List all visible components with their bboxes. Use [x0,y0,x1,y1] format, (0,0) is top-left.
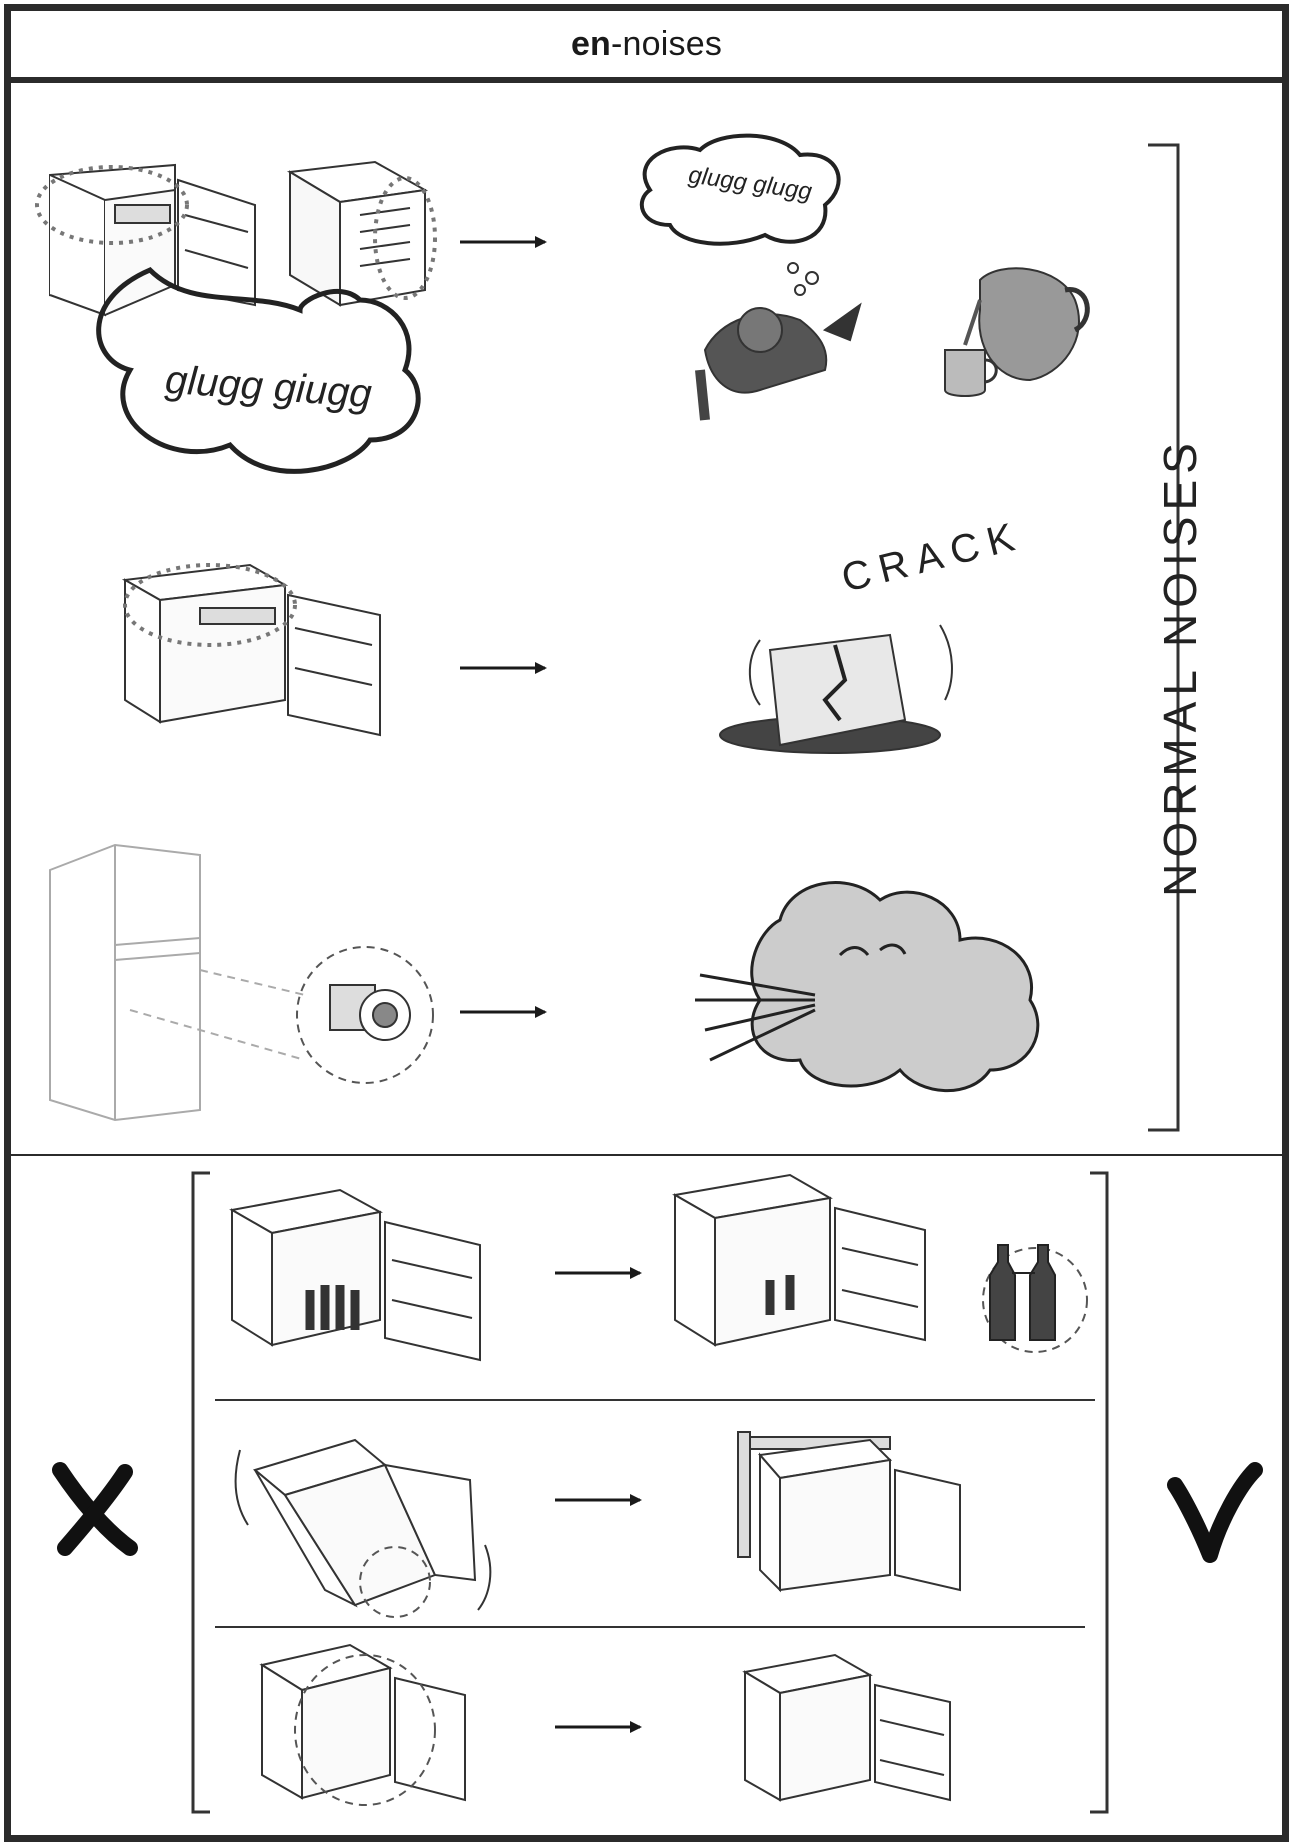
fan-illustration [329,984,411,1041]
check-icon [1167,1462,1263,1563]
diver-illustration [695,262,862,421]
section-divider [11,1154,1282,1156]
page-title-bold: en [570,24,612,63]
fridge-bottles-wrong [229,1188,481,1362]
fridge-bottles-right [672,1173,926,1347]
glugg-bubble-left [96,267,421,474]
fridge-tall-illustration [49,843,306,1122]
fridge-back-illustration [286,160,437,307]
bottles-zoom [989,1244,1056,1341]
fridge-tilted-wrong [234,1438,492,1618]
fridge-open-illustration [35,163,256,317]
right-bracket-bottom [1090,1171,1109,1814]
normal-noises-label: NORMAL NOISES [1154,437,1206,897]
page-frame [4,4,1289,1842]
bottles-callout [982,1247,1088,1353]
normal-noises-bracket [1148,143,1180,1132]
fan-callout [296,946,434,1084]
page-header: en-noises [11,11,1282,83]
fridge-shelves-right [742,1653,951,1802]
fridge-shelves-wrong [259,1643,466,1806]
jug-mug-illustration [944,267,1090,397]
cross-icon [52,1462,138,1556]
fridge-open-illustration-2 [121,563,381,737]
blowing-cloud-illustration [695,881,1040,1093]
ice-crack-illustration [719,624,953,754]
page-title-rest: -noises [611,24,723,63]
page-title: en-noises [571,25,722,64]
glugg-bubble-right [639,133,841,246]
fridge-level-right [737,1431,961,1593]
left-bracket-bottom [191,1171,210,1814]
